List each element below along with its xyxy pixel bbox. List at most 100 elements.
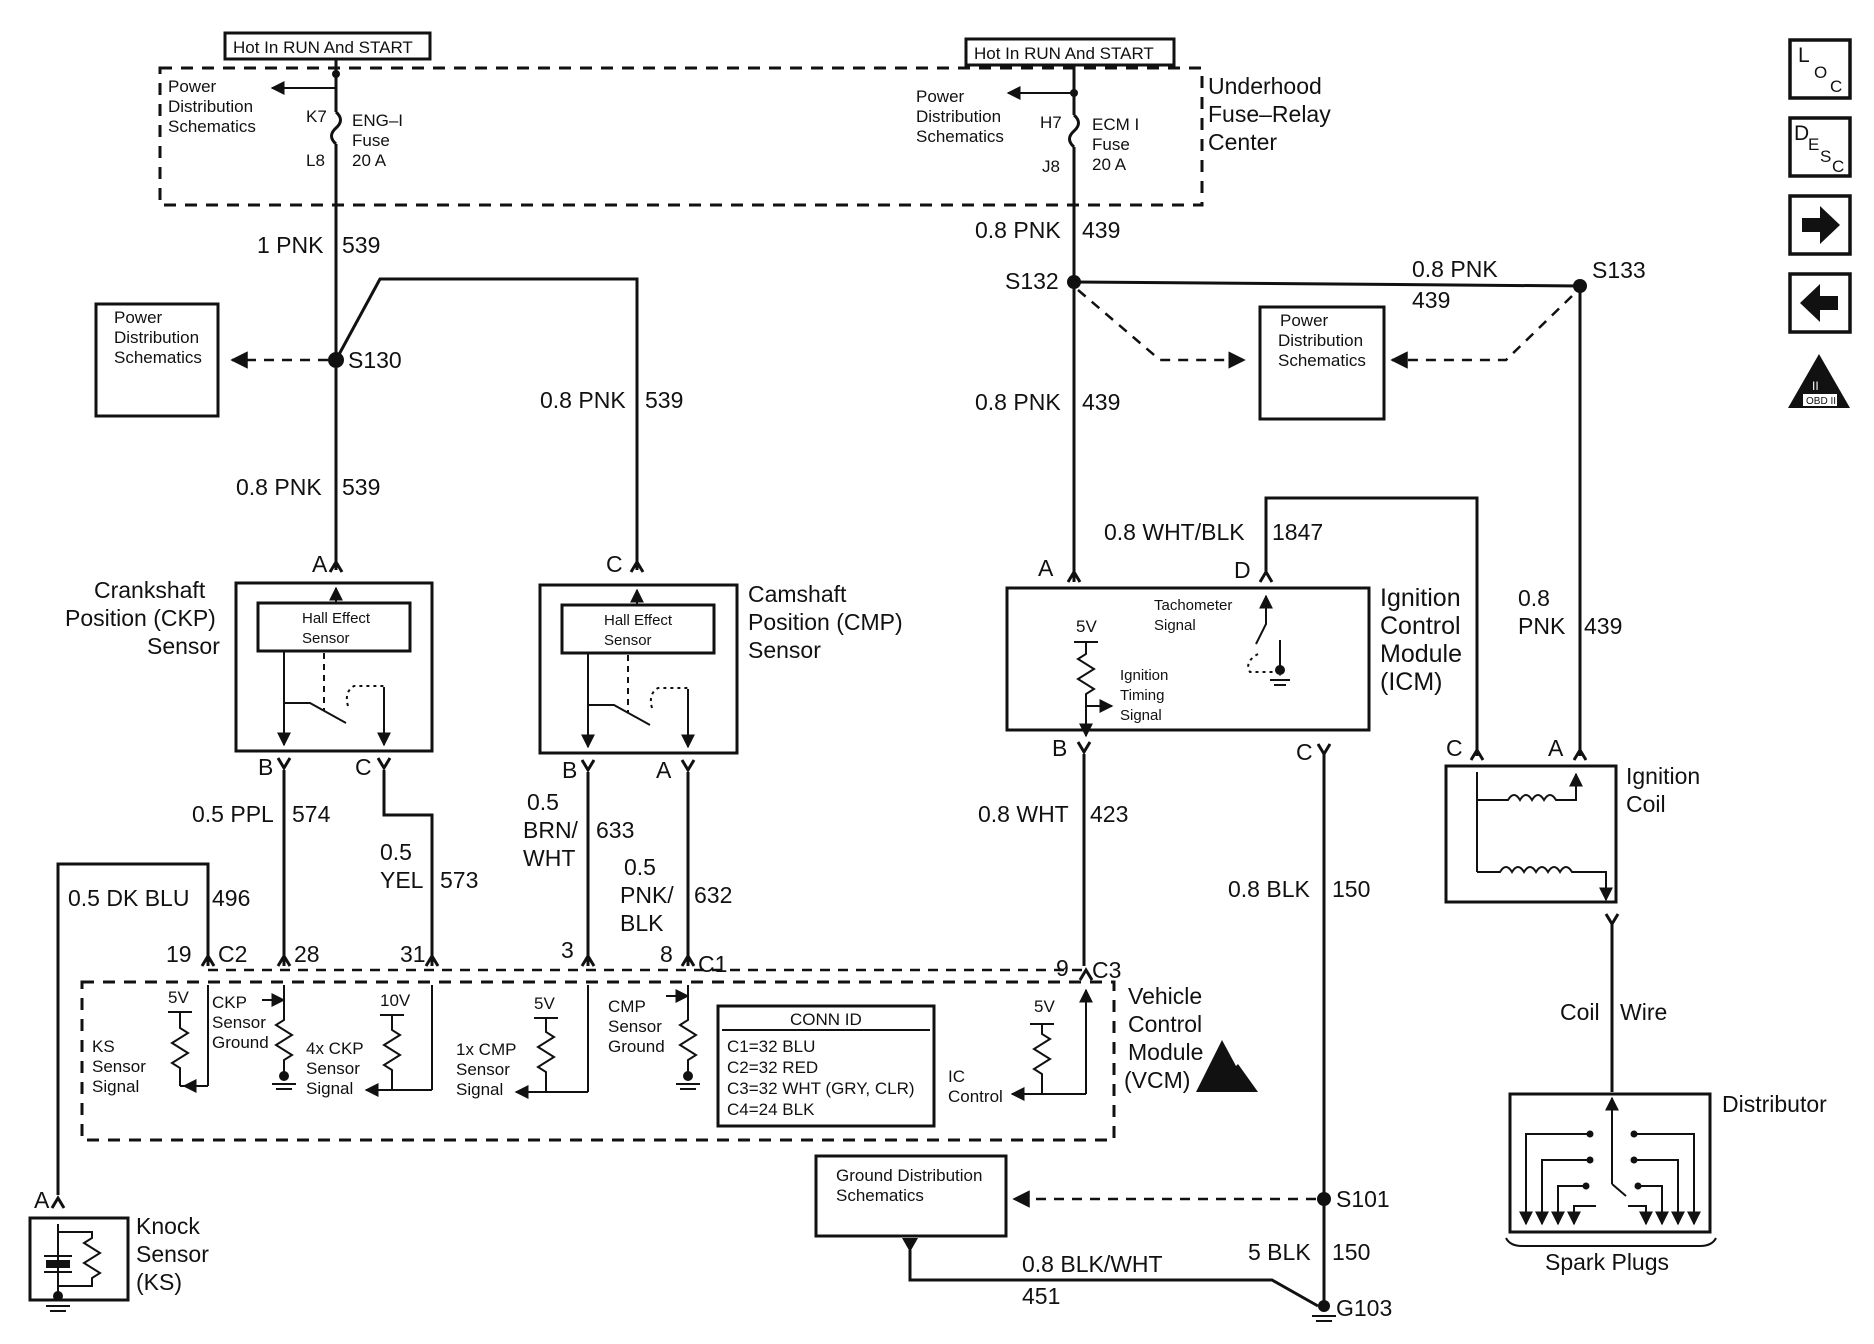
obd-ii-icon[interactable]: OBD II II (1788, 354, 1850, 408)
svg-text:L8: L8 (306, 151, 325, 170)
svg-text:O: O (1814, 63, 1827, 82)
vcm-ks-circuit: 5V KS Sensor Signal (92, 985, 209, 1096)
svg-text:ENG–I: ENG–I (352, 111, 403, 130)
svg-text:C2: C2 (218, 941, 247, 967)
svg-text:3: 3 (561, 937, 574, 963)
svg-text:Sensor: Sensor (92, 1057, 146, 1076)
svg-text:Sensor: Sensor (608, 1017, 662, 1036)
eng-i-fuse: K7 L8 ENG–I Fuse 20 A Power Distribution… (168, 59, 403, 360)
wire-pnk-blk-632: 0.5 PNK/ BLK 632 (620, 772, 732, 966)
svg-text:1x CMP: 1x CMP (456, 1040, 516, 1059)
svg-text:0.8 PNK: 0.8 PNK (540, 387, 626, 413)
svg-text:Module: Module (1380, 640, 1462, 668)
svg-text:C3: C3 (1092, 957, 1121, 983)
svg-text:YEL: YEL (380, 867, 424, 893)
svg-text:Position (CMP): Position (CMP) (748, 609, 903, 635)
svg-text:CKP: CKP (212, 993, 247, 1012)
svg-text:1847: 1847 (1272, 519, 1323, 545)
svg-text:150: 150 (1332, 876, 1370, 902)
svg-text:Power: Power (916, 87, 965, 106)
svg-text:Sensor: Sensor (212, 1013, 266, 1032)
svg-text:C: C (1830, 77, 1842, 96)
svg-text:10V: 10V (380, 991, 411, 1010)
svg-text:439: 439 (1082, 389, 1120, 415)
svg-text:Camshaft: Camshaft (748, 581, 847, 607)
power-distribution-box-left: Power Distribution Schematics (94, 302, 220, 418)
svg-text:Schematics: Schematics (114, 348, 202, 367)
svg-text:0.8 BLK/WHT: 0.8 BLK/WHT (1022, 1251, 1163, 1277)
arrow-left-icon (1800, 284, 1838, 322)
vcm-1x-cmp-circuit: 5V 1x CMP Sensor Signal (456, 985, 589, 1099)
svg-text:8: 8 (660, 941, 673, 967)
svg-text:II: II (1812, 379, 1819, 393)
wire-pnk439-mid: 0.8 PNK 439 (975, 389, 1120, 415)
svg-text:Signal: Signal (306, 1079, 353, 1098)
svg-text:Distribution: Distribution (114, 328, 199, 347)
svg-text:S: S (1820, 147, 1831, 166)
svg-text:BRN/: BRN/ (523, 817, 579, 843)
svg-text:574: 574 (292, 801, 331, 827)
svg-text:S130: S130 (348, 347, 402, 373)
svg-text:Signal: Signal (1120, 707, 1162, 724)
arrow-right-icon (1802, 206, 1840, 244)
wire-pnk439-top: 0.8 PNK 439 (975, 217, 1120, 243)
next-button[interactable] (1788, 194, 1852, 256)
loc-button[interactable]: L O C (1788, 38, 1852, 100)
ecm-i-fuse: H7 J8 ECM I Fuse 20 A Power Distribution… (916, 65, 1139, 582)
svg-text:5V: 5V (1076, 617, 1097, 636)
desc-button[interactable]: D E S C (1788, 116, 1852, 178)
wire-blk-150: 0.8 BLK 150 (1228, 754, 1370, 1306)
ckp-sensor: A Hall Effect Sensor Crankshaft Position… (65, 551, 434, 780)
wire-brn-wht-633: 0.5 BRN/ WHT 633 (523, 772, 634, 966)
svg-text:0.5 PPL: 0.5 PPL (192, 801, 274, 827)
svg-text:439: 439 (1584, 613, 1622, 639)
svg-text:Distributor: Distributor (1722, 1091, 1827, 1117)
power-distribution-box-right: Power Distribution Schematics (1258, 305, 1386, 421)
svg-text:Coil: Coil (1560, 999, 1600, 1025)
knock-sensor: A Knock Sensor (KS) (28, 1187, 209, 1312)
svg-text:Power: Power (114, 308, 163, 327)
svg-text:0.8 PNK: 0.8 PNK (975, 389, 1061, 415)
vcm-ic-control-circuit: 5V IC Control (948, 988, 1093, 1106)
svg-text:539: 539 (342, 232, 380, 258)
distributor: Distributor Spark Plugs (1505, 1091, 1827, 1275)
svg-text:1 PNK: 1 PNK (257, 232, 324, 258)
svg-text:Schematics: Schematics (916, 127, 1004, 146)
svg-text:Fuse: Fuse (352, 131, 390, 150)
ignition-control-module: A D Ignition Control Module (ICM) 5V Ign… (1005, 496, 1479, 765)
svg-text:A: A (656, 757, 672, 783)
svg-text:Wire: Wire (1620, 999, 1667, 1025)
svg-text:0.5 DK BLU: 0.5 DK BLU (68, 885, 189, 911)
hot-in-run-label-1: Hot In RUN And START (223, 31, 432, 61)
vcm-ckp-ground-circuit: CKP Sensor Ground (212, 985, 296, 1090)
splice-s130: S130 (230, 277, 639, 570)
fuse-center-title-1: Underhood (1208, 73, 1322, 99)
svg-text:Schematics: Schematics (168, 117, 256, 136)
svg-text:Schematics: Schematics (1278, 351, 1366, 370)
svg-text:Sensor: Sensor (136, 1241, 209, 1267)
svg-text:(VCM): (VCM) (1124, 1067, 1190, 1093)
svg-text:9: 9 (1056, 955, 1069, 981)
svg-text:Signal: Signal (1154, 617, 1196, 634)
svg-text:K7: K7 (306, 107, 327, 126)
svg-text:439: 439 (1082, 217, 1120, 243)
svg-text:A: A (1548, 735, 1564, 761)
fuse-center-title-3: Center (1208, 129, 1277, 155)
svg-text:Control: Control (1128, 1011, 1202, 1037)
svg-text:(ICM): (ICM) (1380, 668, 1442, 696)
svg-text:Timing: Timing (1120, 687, 1164, 704)
svg-text:B: B (1052, 735, 1067, 761)
svg-text:Tachometer: Tachometer (1154, 597, 1232, 614)
svg-text:5V: 5V (1034, 997, 1055, 1016)
svg-text:PNK: PNK (1518, 613, 1566, 639)
prev-button[interactable] (1788, 272, 1852, 334)
wire-coil: Coil Wire (1560, 999, 1667, 1025)
wire-wht-423: 0.8 WHT 423 (978, 754, 1128, 966)
conn-id-row: C2=32 RED (727, 1058, 818, 1077)
svg-text:0.8: 0.8 (1518, 585, 1550, 611)
wire-08pnk-539-cmp: 0.8 PNK 539 (540, 387, 683, 413)
svg-text:C: C (1832, 157, 1844, 176)
wire-pnk439-right: 0.8 PNK 439 (1518, 585, 1622, 639)
wire-08pnk-539-ckp: 0.8 PNK 539 (236, 474, 380, 500)
